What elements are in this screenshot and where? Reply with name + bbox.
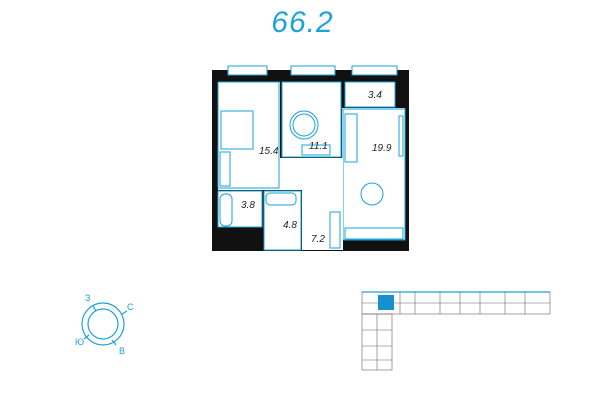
apartment-plan xyxy=(212,65,409,251)
radiator-icon xyxy=(301,144,331,156)
building-floor-plan xyxy=(361,291,551,371)
bathtub-icon xyxy=(219,193,233,227)
compass-north: С xyxy=(127,302,134,312)
area-bathroom-1: 3.8 xyxy=(241,200,255,211)
window xyxy=(290,65,336,76)
window xyxy=(351,65,398,76)
dining-table-icon xyxy=(360,182,384,206)
wardrobe-icon xyxy=(219,151,231,187)
wardrobe-icon xyxy=(329,211,341,249)
area-bathroom-2: 4.8 xyxy=(283,220,297,231)
sofa-icon xyxy=(344,113,358,163)
room-balcony xyxy=(344,81,396,108)
bathtub-icon xyxy=(265,192,297,206)
area-bedroom: 15.4 xyxy=(259,146,279,157)
window xyxy=(227,65,268,76)
area-balcony: 3.4 xyxy=(368,90,382,101)
compass-east: В xyxy=(119,346,125,356)
apartment-highlight xyxy=(378,295,394,310)
kitchen-counter-icon xyxy=(344,227,404,240)
compass-south: Ю xyxy=(75,337,84,347)
area-kitchen-living: 19.9 xyxy=(372,143,392,154)
area-living: 11.1 xyxy=(309,141,328,152)
table-icon-inner xyxy=(292,113,316,137)
total-area: 66.2 xyxy=(271,6,334,39)
compass xyxy=(81,302,128,346)
area-hallway: 7.2 xyxy=(311,234,325,245)
compass-west: З xyxy=(85,293,90,303)
tv-icon xyxy=(398,115,404,157)
bed-icon xyxy=(220,110,254,150)
